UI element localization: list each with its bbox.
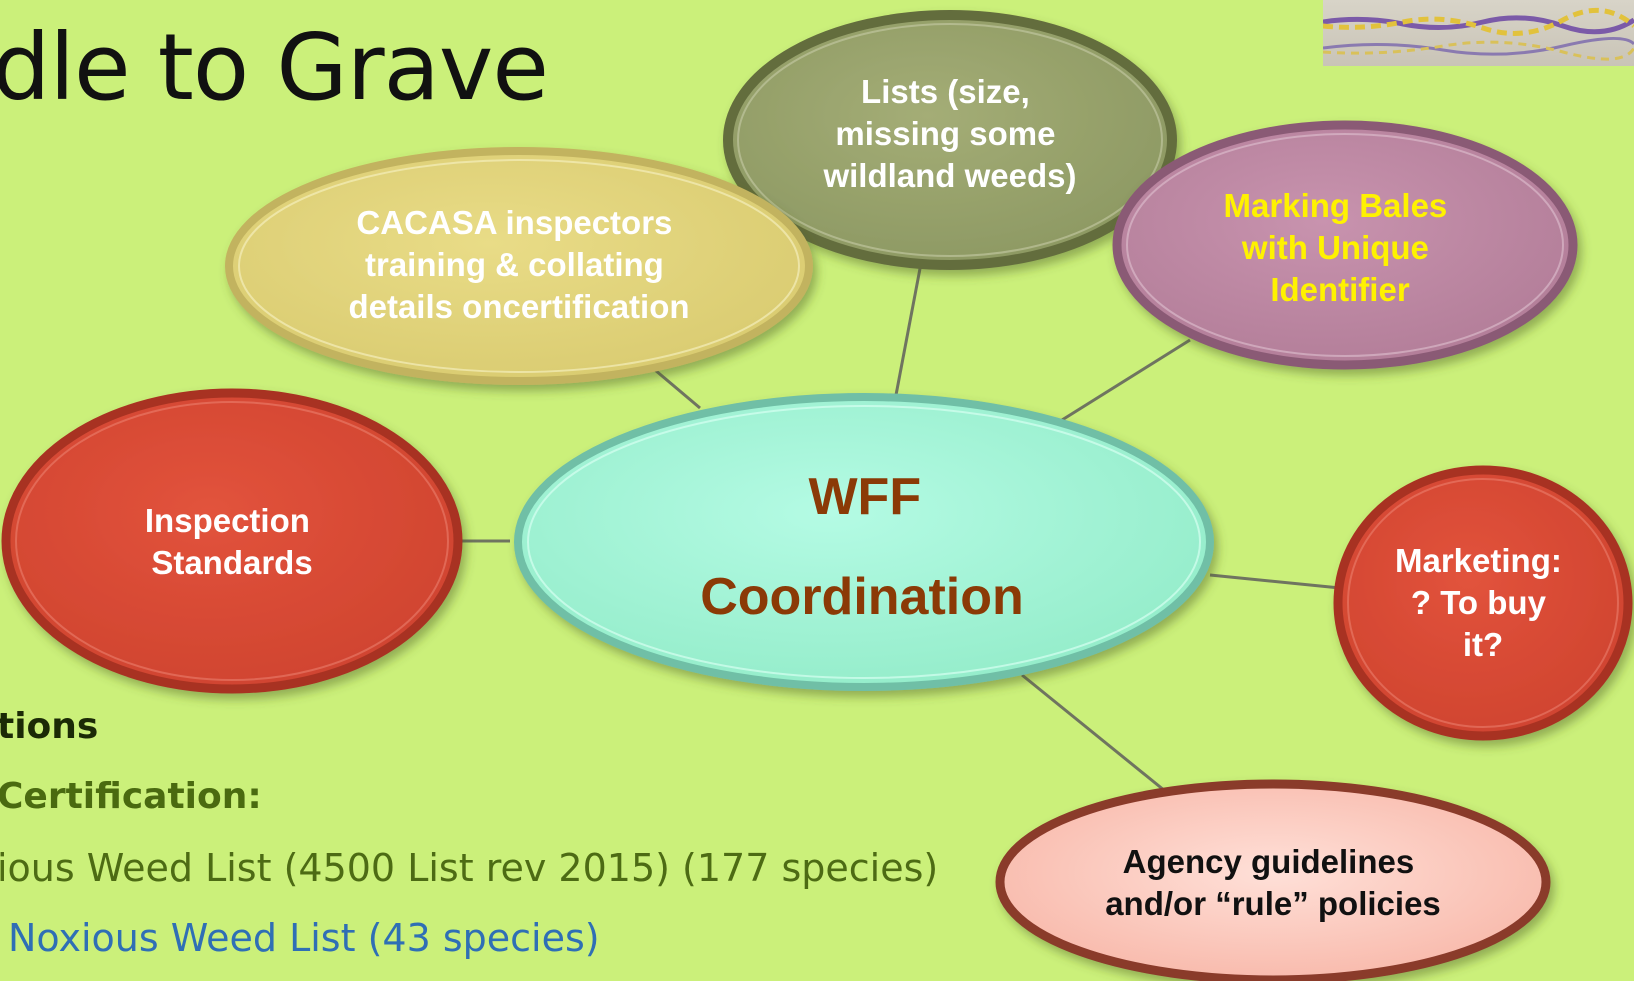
node-lists-line2: missing some <box>835 115 1055 152</box>
node-cacasa-line1: CACASA inspectors <box>356 204 672 241</box>
center-line1: WFF <box>808 468 921 526</box>
connector-cacasa <box>654 368 701 410</box>
rope-photo <box>1323 0 1634 66</box>
connector-lists <box>894 257 924 396</box>
node-marketing-line1: Marketing: <box>1395 542 1562 579</box>
node-marketing-line3: it? <box>1463 626 1503 663</box>
svg-text:WFF Coordination: WFF Coordination <box>700 468 1024 626</box>
svg-text:CACASA inspectors tra: CACASA inspectors training & collating d… <box>348 204 689 325</box>
node-marking-line1: Marking Bales <box>1224 187 1448 224</box>
node-marketing: Marketing: ? To buy it? <box>1333 465 1633 741</box>
svg-text:Marketing: ? To buy: Marketing: ? To buy it? <box>1395 542 1571 663</box>
node-inspection-line2: Standards <box>151 544 312 581</box>
svg-text:Lists (size, missing s: Lists (size, missing some wildland weeds… <box>822 73 1076 194</box>
bullet-4: Noxious Weed List (43 species) <box>8 916 600 960</box>
node-center: WFF Coordination <box>514 393 1214 691</box>
node-inspection: Inspection Standards <box>1 388 463 694</box>
node-marking: Marking Bales with Unique Identifier <box>1112 120 1578 370</box>
bullet-1: tions <box>0 706 99 747</box>
connector-agency <box>1021 673 1171 797</box>
node-marketing-line2: ? To buy <box>1411 584 1547 621</box>
connectors <box>460 257 1341 797</box>
node-cacasa-line2: training & collating <box>365 246 664 283</box>
node-marking-line3: Identifier <box>1270 271 1410 308</box>
center-line2: Coordination <box>700 568 1024 626</box>
svg-text:Agency guidelines and/: Agency guidelines and/or “rule” policies <box>1105 843 1441 922</box>
svg-text:Inspection Standards: Inspection Standards <box>145 502 319 581</box>
bullet-3: ious Weed List (4500 List rev 2015) (177… <box>0 846 939 890</box>
node-agency-line2: and/or “rule” policies <box>1105 885 1441 922</box>
node-inspection-line1: Inspection <box>145 502 310 539</box>
node-lists: Lists (size, missing some wildland weeds… <box>723 10 1177 270</box>
node-lists-line1: Lists (size, <box>861 73 1030 110</box>
node-marking-line2: with Unique <box>1241 229 1429 266</box>
connector-marketing <box>1209 573 1341 590</box>
bullet-2: Certification: <box>0 776 262 817</box>
node-agency: Agency guidelines and/or “rule” policies <box>995 779 1551 981</box>
svg-text:Marking Bales with Uni: Marking Bales with Unique Identifier <box>1224 187 1457 308</box>
node-lists-line3: wildland weeds) <box>822 157 1076 194</box>
node-agency-line1: Agency guidelines <box>1123 843 1415 880</box>
slide-title: dle to Grave <box>0 14 549 121</box>
node-cacasa: CACASA inspectors training & collating d… <box>225 147 813 385</box>
connector-marking <box>1061 338 1191 422</box>
node-cacasa-line3: details oncertification <box>348 288 689 325</box>
